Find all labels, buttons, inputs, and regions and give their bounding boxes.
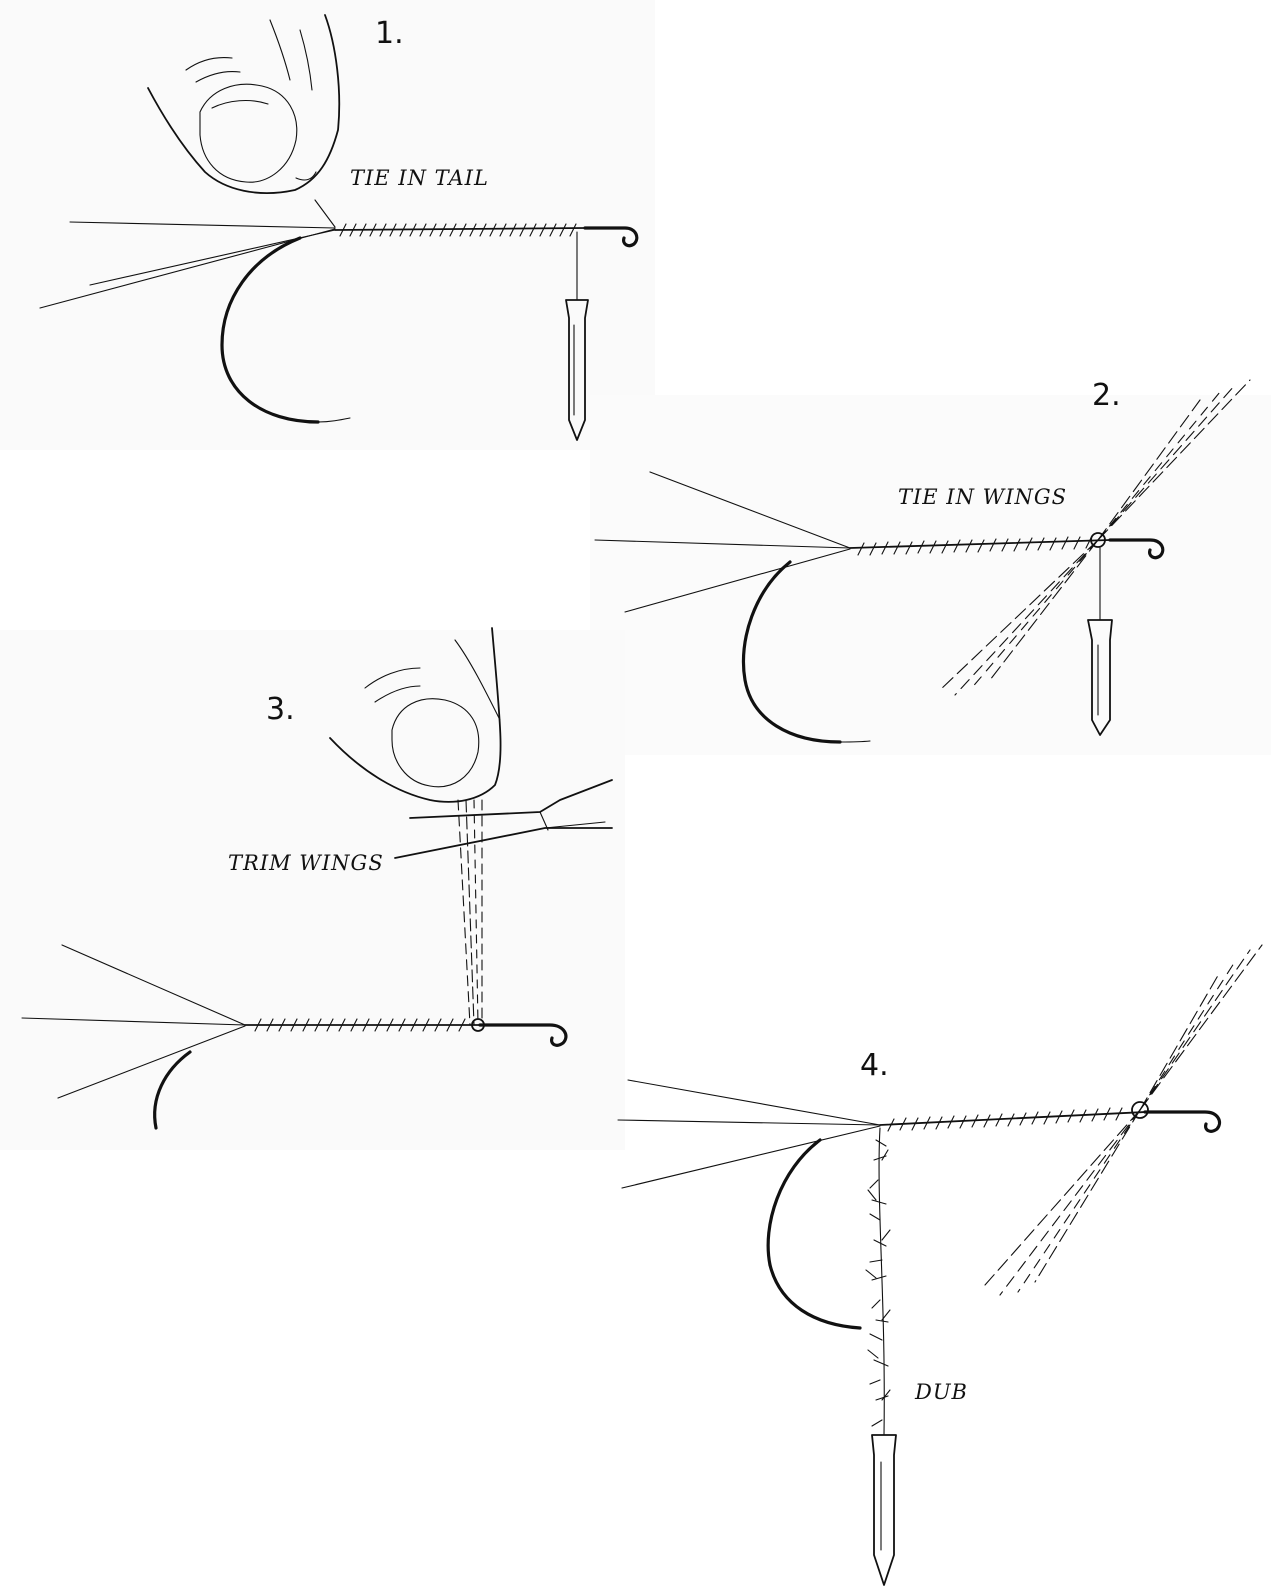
panel-3-background (0, 630, 625, 1150)
step-2-caption: TIE IN WINGS (898, 485, 1067, 509)
step-3-caption: TRIM WINGS (228, 851, 384, 875)
step-4-hook (768, 1102, 1219, 1328)
step-4-drawing (618, 945, 1262, 1585)
step-2-number: 2. (1092, 378, 1121, 413)
step-3-number: 3. (266, 692, 295, 727)
panel-1-background (0, 0, 655, 450)
step-1-caption: TIE IN TAIL (350, 166, 489, 190)
step-4-tail-fibers (618, 1080, 880, 1188)
step-4-caption: DUB (915, 1380, 968, 1404)
panel-2-background (590, 395, 1271, 755)
step-4-number: 4. (860, 1048, 889, 1083)
step-1-number: 1. (375, 16, 404, 51)
step-4-bobbin (872, 1435, 896, 1585)
step-4-dubbing-strand (866, 1128, 890, 1435)
